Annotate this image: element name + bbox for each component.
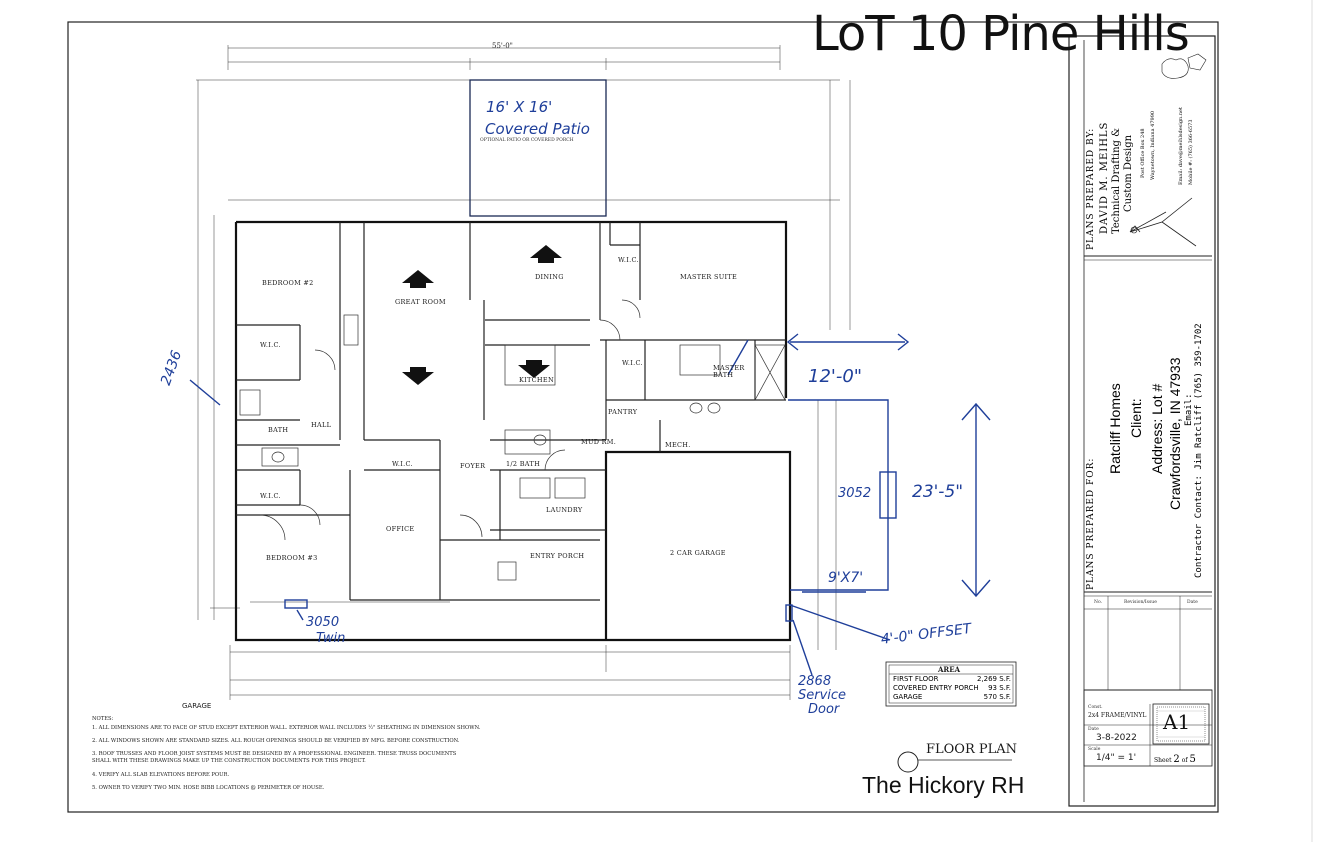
- room-entry-porch: ENTRY PORCH: [530, 552, 585, 560]
- exterior-walls: [234, 220, 792, 642]
- room-bedroom-3: BEDROOM #3: [266, 554, 318, 562]
- note-door-door: Door: [808, 702, 840, 717]
- room-wic-right: W.I.C.: [618, 256, 639, 264]
- prepared-for-label: PLANS PREPARED FOR:: [1086, 457, 1096, 590]
- area-row: FIRST FLOOR 2,269 S.F.: [893, 675, 1011, 684]
- scale-value: 1/4" = 1': [1096, 753, 1137, 763]
- area-table-title: AREA: [938, 665, 961, 674]
- area-row-label: COVERED ENTRY PORCH: [893, 684, 979, 692]
- designer-line3: Custom Design: [1123, 134, 1134, 212]
- room-pantry: PANTRY: [608, 408, 638, 416]
- const-label: Const.: [1088, 705, 1103, 710]
- handwritten-markups: [189, 333, 991, 676]
- patio-outline: [469, 79, 607, 217]
- note-item: 3. ROOF TRUSSES AND FLOOR JOIST SYSTEMS …: [92, 751, 457, 764]
- rev-no-header: No.: [1094, 600, 1102, 605]
- area-row: COVERED ENTRY PORCH 93 S.F.: [893, 684, 1011, 693]
- note-offset-depth: 23'-5": [912, 482, 964, 502]
- room-laundry: LAUNDRY: [546, 506, 583, 514]
- rev-date-header: Date: [1187, 600, 1198, 605]
- rev-desc-header: Revision/Issue: [1124, 600, 1157, 605]
- overall-dimension: 55'-0": [492, 42, 513, 50]
- area-row-label: FIRST FLOOR: [893, 675, 939, 683]
- room-wic-left: W.I.C.: [260, 341, 281, 349]
- designer-mobile: Mobile #: (765) 366-6573: [1188, 119, 1194, 185]
- garage-label: GARAGE: [182, 702, 212, 710]
- room-bath: BATH: [268, 426, 289, 434]
- area-row-value: 93 S.F.: [988, 684, 1011, 692]
- room-kitchen: KITCHEN: [519, 376, 554, 384]
- sheet-id: A1: [1163, 710, 1191, 734]
- note-item: 5. OWNER TO VERIFY TWO MIN. HOSE BIBB LO…: [92, 785, 325, 791]
- sheet-value: 2: [1173, 754, 1180, 765]
- note-item: 4. VERIFY ALL SLAB ELEVATIONS BEFORE POU…: [92, 772, 230, 778]
- room-great-room: GREAT ROOM: [395, 298, 446, 306]
- sheet-label: Sheet: [1154, 757, 1172, 764]
- area-table-frame: [885, 661, 1017, 707]
- note-window-3052: 3052: [838, 486, 872, 501]
- client-company: Ratcliff Homes: [1107, 383, 1123, 474]
- area-row-value: 2,269 S.F.: [976, 675, 1011, 683]
- room-mech: MECH.: [665, 441, 691, 449]
- room-wic-bed3: W.I.C.: [260, 492, 281, 500]
- area-table-rows: FIRST FLOOR 2,269 S.F. COVERED ENTRY POR…: [893, 675, 1011, 702]
- note-item: 2. ALL WINDOWS SHOWN ARE STANDARD SIZES.…: [92, 738, 460, 744]
- patio-note-size: 16' X 16': [486, 98, 553, 116]
- general-notes: NOTES: 1. ALL DIMENSIONS ARE TO FACE OF …: [92, 716, 512, 791]
- room-master-suite: MASTER SUITE: [680, 273, 738, 281]
- room-bedroom-2: BEDROOM #2: [262, 279, 314, 287]
- note-window-3050: 3050: [306, 615, 340, 630]
- room-foyer: FOYER: [460, 462, 486, 470]
- model-name: The Hickory RH: [862, 772, 1025, 798]
- const-value: 2x4 FRAME/VINYL: [1088, 712, 1147, 719]
- room-wic-master: W.I.C.: [622, 359, 643, 367]
- sheet-total: 5: [1189, 754, 1196, 765]
- area-row: GARAGE 570 S.F.: [893, 693, 1011, 702]
- lot-title: LoT 10 Pine Hills: [812, 6, 1190, 62]
- sheet-of: of: [1181, 757, 1188, 764]
- designer-addr2: Waynetown, Indiana 47990: [1150, 110, 1156, 180]
- client-city: Crawfordsville, IN 47933: [1167, 357, 1183, 510]
- area-row-value: 570 S.F.: [983, 693, 1011, 701]
- plan-marker-circle: [897, 751, 919, 773]
- client-label: Client:: [1128, 398, 1144, 438]
- date-label: Date: [1088, 727, 1099, 732]
- contractor-contact: Contractor Contact: Jim Ratcliff (765) 3…: [1194, 323, 1204, 578]
- room-dining: DINING: [535, 273, 564, 281]
- notes-heading: NOTES:: [92, 716, 114, 722]
- note-door-service: Service: [798, 688, 847, 703]
- designer-line2: Technical Drafting &: [1111, 127, 1122, 234]
- drawing-border: [67, 21, 1219, 813]
- room-half-bath: 1/2 BATH: [506, 460, 541, 468]
- note-window-twin: Twin: [316, 631, 346, 646]
- date-value: 3-8-2022: [1096, 733, 1137, 743]
- room-garage: 2 CAR GARAGE: [670, 549, 726, 557]
- room-wic-hall: W.I.C.: [392, 460, 413, 468]
- prepared-by-label: PLANS PREPARED BY:: [1086, 127, 1096, 250]
- note-door-2868: 2868: [798, 674, 832, 689]
- room-mud-rm: MUD RM.: [581, 438, 617, 446]
- designer-email: Email: dave@meihlsdesign.net: [1178, 106, 1184, 185]
- note-item: 1. ALL DIMENSIONS ARE TO FACE OF STUD EX…: [92, 725, 481, 731]
- ceiling-arrows: [402, 245, 562, 385]
- room-office: OFFICE: [386, 525, 415, 533]
- client-address: Address: Lot #: [1149, 383, 1165, 474]
- designer-name: DAVID M. MEIHLS: [1099, 121, 1110, 234]
- plan-title: FLOOR PLAN: [926, 742, 1018, 757]
- note-offset-width: 12'-0": [808, 366, 863, 387]
- client-email: Email:: [1184, 393, 1194, 426]
- designer-addr1: Post Office Box 248: [1140, 128, 1146, 178]
- sheet-number: Sheet 2 of 5: [1154, 754, 1196, 765]
- patio-label: OPTIONAL PATIO OR COVERED PORCH: [480, 138, 574, 143]
- room-hall: HALL: [311, 421, 332, 429]
- title-block-frame: [1068, 35, 1216, 807]
- area-row-label: GARAGE: [893, 693, 923, 701]
- scale-label: Scale: [1088, 747, 1101, 752]
- fixtures: [239, 299, 786, 581]
- dimension-lines: [196, 45, 851, 700]
- note-bump-width: 9'X7': [828, 570, 864, 586]
- room-master-bath: MASTER BATH: [713, 364, 745, 379]
- patio-note-label: Covered Patio: [485, 120, 590, 138]
